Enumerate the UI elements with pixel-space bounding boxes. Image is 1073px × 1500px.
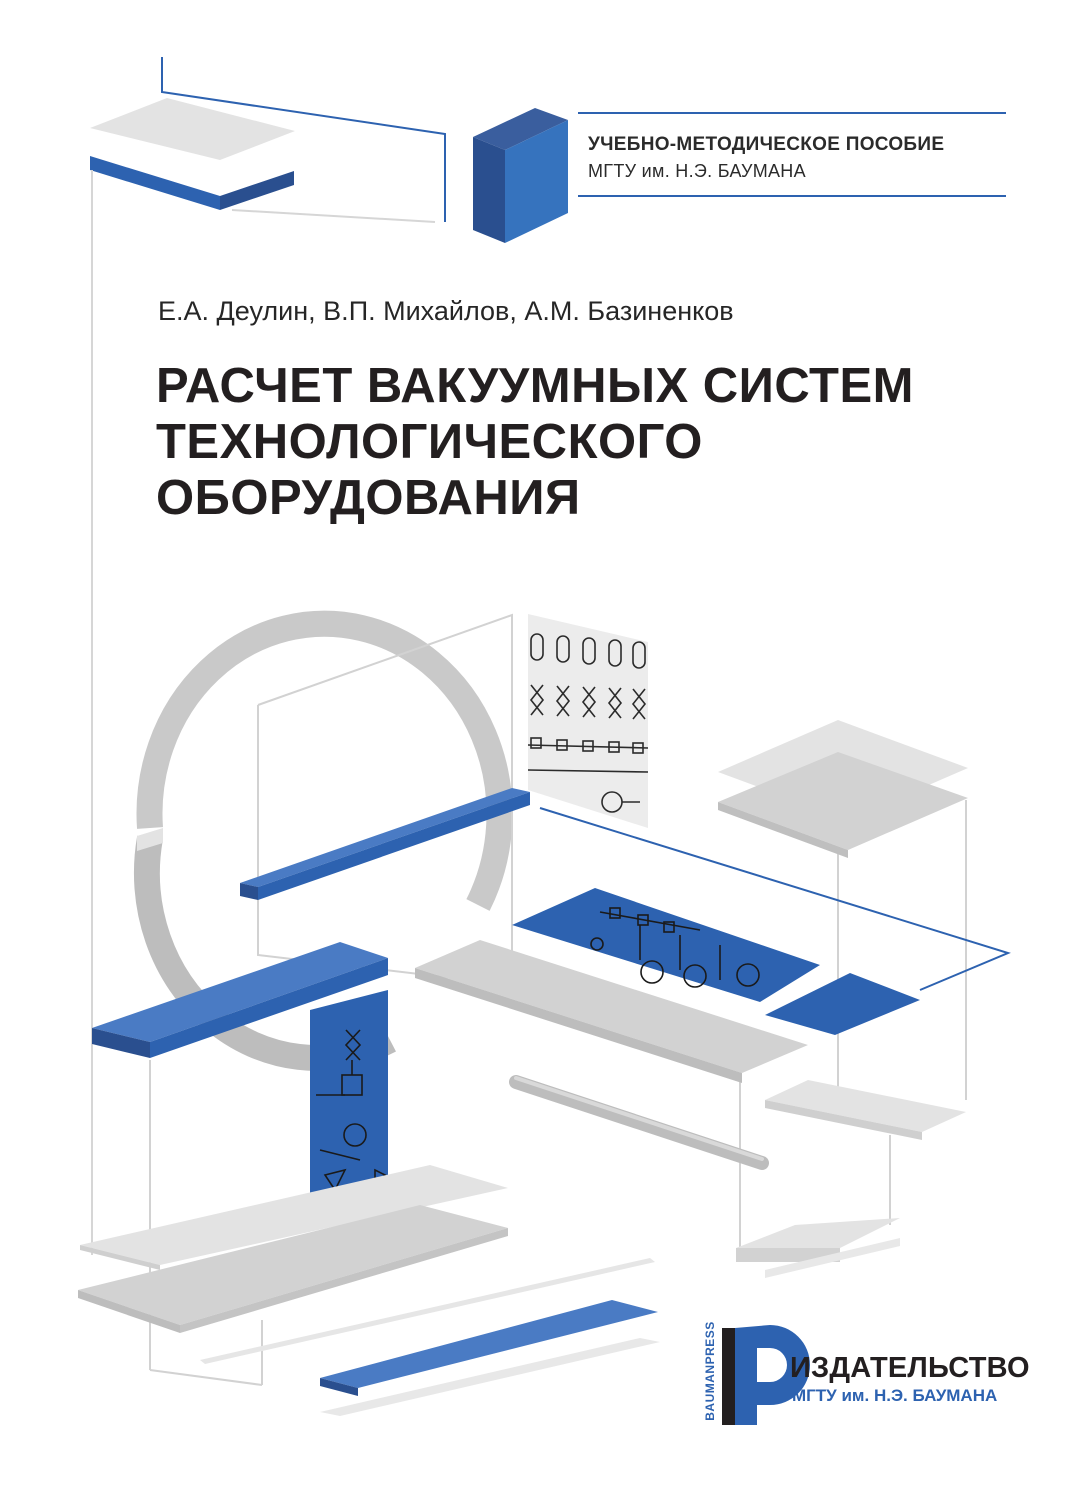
title-line-3: ОБОРУДОВАНИЯ: [156, 471, 581, 525]
publisher-institution: МГТУ им. Н.Э. БАУМАНА: [792, 1386, 998, 1405]
left-blue-bar: [92, 942, 388, 1058]
series-block: УЧЕБНО-МЕТОДИЧЕСКОЕ ПОСОБИЕ МГТУ им. Н.Э…: [578, 112, 1006, 197]
grey-plank: [415, 940, 808, 1083]
bottom-blue-strip: [320, 1300, 660, 1416]
book-title: РАСЧЕТ ВАКУУМНЫХ СИСТЕМ ТЕХНОЛОГИЧЕСКОГО…: [156, 358, 1036, 526]
publisher-block: BAUMANPRESS ИЗДАТЕЛЬСТВО МГТУ им. Н.Э. Б…: [700, 1321, 1030, 1432]
top-decoration: [90, 57, 568, 1255]
cylinder-rod: [509, 1075, 769, 1170]
upper-blue-bar: [240, 788, 530, 900]
bottom-plates: [78, 1165, 655, 1364]
blue-outline: [539, 807, 1011, 991]
right-plates: [718, 720, 968, 858]
authors: Е.А. Деулин, В.П. Михайлов, А.М. Базинен…: [158, 296, 734, 326]
publisher-logo-icon: [722, 1325, 810, 1425]
series-title: УЧЕБНО-МЕТОДИЧЕСКОЕ ПОСОБИЕ: [588, 134, 945, 155]
schematic-panel-top: [527, 614, 649, 828]
title-line-1: РАСЧЕТ ВАКУУМНЫХ СИСТЕМ: [156, 359, 914, 413]
schematic-panel-middle: [512, 888, 920, 1035]
series-institution: МГТУ им. Н.Э. БАУМАНА: [588, 161, 806, 181]
title-line-2: ТЕХНОЛОГИЧЕСКОГО: [156, 415, 703, 469]
schematic-panel-vertical: [310, 990, 388, 1222]
publisher-name: ИЗДАТЕЛЬСТВО: [790, 1352, 1030, 1384]
right-lower-plates: [736, 1080, 966, 1278]
publisher-imprint: BAUMANPRESS: [702, 1321, 717, 1421]
